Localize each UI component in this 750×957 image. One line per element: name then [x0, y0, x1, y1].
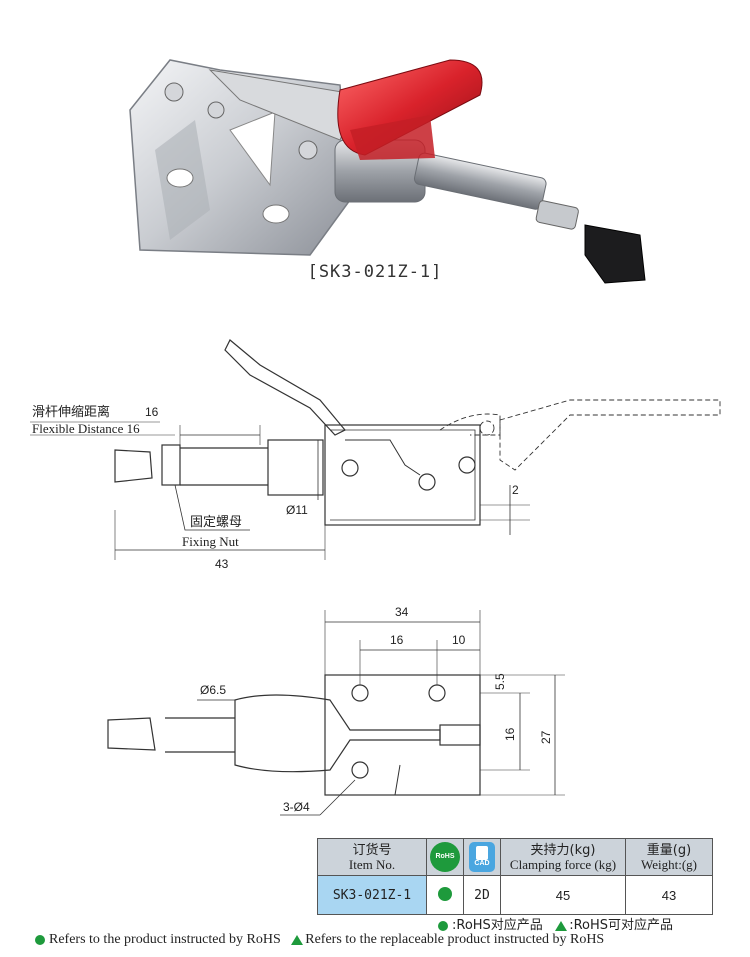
technical-drawing: 滑杆伸缩距离 Flexible Distance 16 16 固定螺母 Fixi…	[30, 339, 721, 816]
top-rubber-tip	[107, 717, 156, 751]
holes-label: 3-Ø4	[283, 800, 310, 814]
header-force-cn: 夹持力(kg)	[530, 842, 596, 858]
flex-value: 16	[145, 405, 159, 419]
side-body-outline	[324, 424, 481, 526]
cell-item: SK3-021Z-1	[317, 875, 427, 915]
product-photo	[129, 59, 646, 284]
top-base-plate	[324, 674, 481, 796]
cad-badge-icon: CAD	[469, 842, 495, 872]
spec-table: 订货号 Item No. RoHS CAD 夹持力(kg) Clamping f…	[317, 838, 713, 915]
legend-cn-tri: :RoHS可对应产品	[569, 918, 674, 933]
green-triangle-icon	[291, 934, 304, 945]
header-rohs: RoHS	[426, 838, 464, 876]
header-weight-cn: 重量(g)	[646, 842, 692, 858]
cell-force: 45	[500, 875, 626, 915]
rohs-badge-icon: RoHS	[430, 842, 460, 872]
legend-en-dot: Refers to the product instructed by RoHS	[49, 932, 281, 947]
width-b: 10	[452, 633, 466, 647]
legend-en: Refers to the product instructed by RoHS…	[35, 932, 604, 948]
cell-cad: 2D	[463, 875, 501, 915]
header-cad: CAD	[463, 838, 501, 876]
header-force: 夹持力(kg) Clamping force (kg)	[500, 838, 626, 876]
nut-label-cn: 固定螺母	[190, 515, 242, 530]
hole-spacing: 16	[503, 727, 517, 741]
length-label: 43	[215, 557, 229, 571]
spec-header-row: 订货号 Item No. RoHS CAD 夹持力(kg) Clamping f…	[317, 838, 713, 876]
cell-weight: 43	[625, 875, 713, 915]
green-triangle-icon	[555, 920, 568, 931]
hole-offset: 5.5	[493, 673, 507, 690]
header-item-en: Item No.	[348, 856, 396, 872]
top-handle	[234, 694, 441, 773]
gap-label: 2	[512, 483, 519, 497]
header-force-en: Clamping force (kg)	[509, 856, 617, 872]
product-caption: [SK3-021Z-1]	[307, 262, 443, 282]
legend-en-tri: Refers to the replaceable product instru…	[305, 932, 605, 947]
header-weight: 重量(g) Weight:(g)	[625, 838, 713, 876]
dia-label: Ø11	[286, 503, 308, 517]
green-dot-icon	[35, 934, 45, 945]
legend-cn-dot: :RoHS对应产品	[452, 918, 543, 933]
flex-label-en: Flexible Distance 16	[32, 421, 140, 436]
header-item-cn: 订货号	[352, 842, 392, 858]
side-handle	[224, 339, 346, 436]
flex-label-cn: 滑杆伸缩距离	[32, 404, 110, 420]
width-a: 16	[390, 633, 404, 647]
rohs-dot-icon	[438, 886, 452, 901]
header-weight-en: Weight:(g)	[641, 856, 697, 872]
height-total: 27	[539, 730, 553, 744]
nut-label-en: Fixing Nut	[182, 534, 239, 549]
side-sleeve	[267, 439, 324, 496]
legend-cn: :RoHS对应产品 :RoHS可对应产品	[438, 914, 673, 933]
side-rubber-tip	[114, 449, 153, 483]
width-total: 34	[395, 605, 409, 619]
rod-dia: Ø6.5	[200, 683, 226, 697]
header-item: 订货号 Item No.	[317, 838, 427, 876]
table-row: SK3-021Z-1 2D 45 43	[317, 875, 713, 915]
cell-rohs	[426, 875, 464, 915]
green-dot-icon	[438, 920, 448, 931]
